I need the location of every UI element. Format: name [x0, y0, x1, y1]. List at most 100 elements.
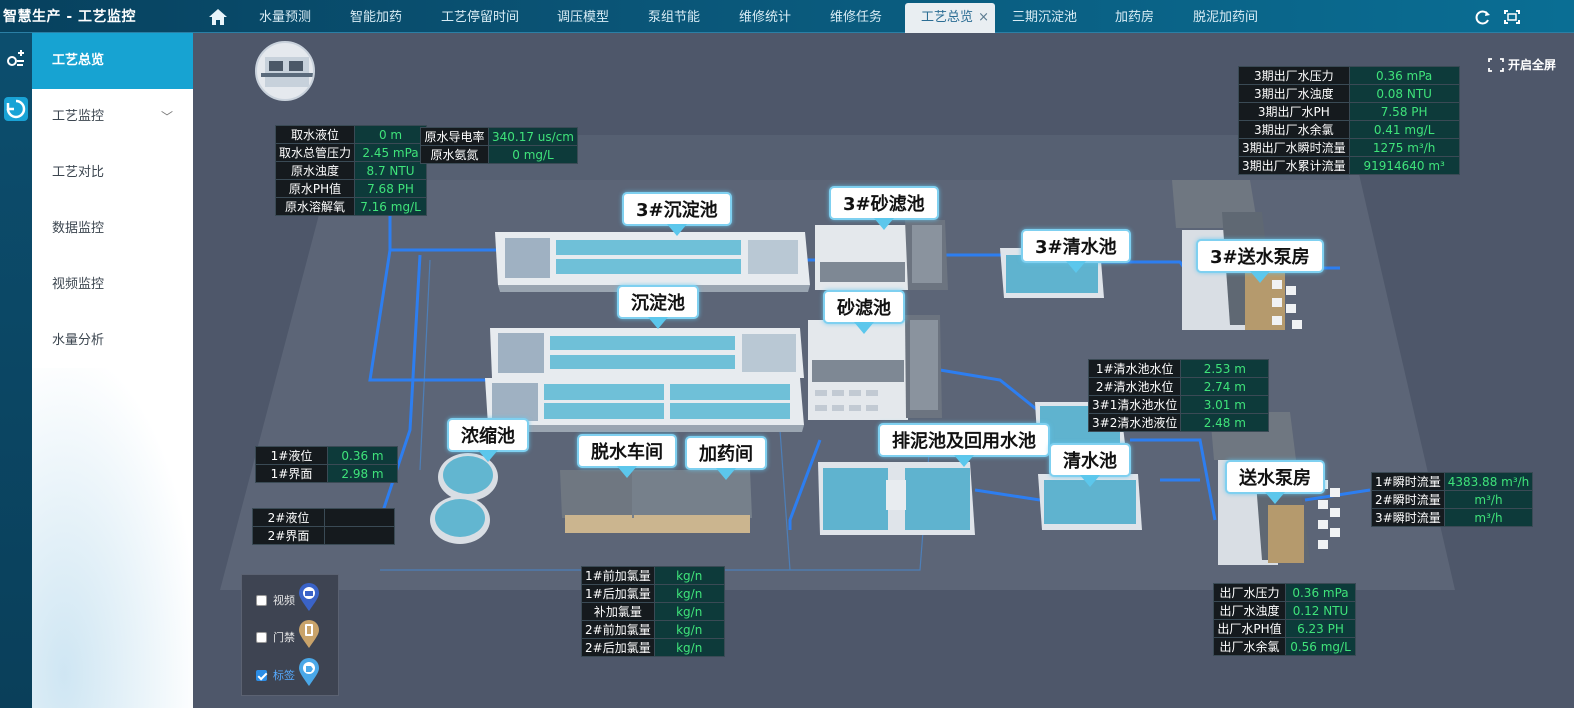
tag-checkbox[interactable] [256, 669, 267, 681]
sidebar-item-video-monitor[interactable]: 视频监控 [52, 277, 105, 292]
table-row: 2#液位 [252, 508, 395, 527]
tab-dosing-room[interactable]: 加药房 [1115, 10, 1155, 25]
sidebar-item-process-compare[interactable]: 工艺对比 [52, 165, 105, 180]
top-navbar: 智慧生产 - 工艺监控 水量预测 智能加药 工艺停留时间 调压模型 泵组节能 维… [0, 0, 1574, 33]
water-pipes [368, 215, 1371, 530]
label-clear-pool[interactable]: 清水池 [1049, 443, 1131, 487]
sidebar-menu: 工艺总览 工艺监控 ﹀ 工艺对比 数据监控 视频监控 水量分析 [32, 33, 193, 708]
legend-label: 视频 [273, 594, 295, 607]
tab-smart-dosing[interactable]: 智能加药 [350, 10, 403, 25]
minimap-preview-icon [261, 57, 313, 87]
label-dosing-room[interactable]: 加药间 [685, 436, 767, 480]
label-sand-filter-3[interactable]: 3#砂滤池 [829, 186, 939, 230]
label-sludge-pool[interactable]: 排泥池及回用水池 [878, 423, 1050, 467]
tab-phase3-sedimentation[interactable]: 三期沉淀池 [1012, 10, 1078, 25]
chevron-down-icon: ﹀ [160, 110, 173, 124]
label-sedimentation[interactable]: 沉淀池 [617, 285, 699, 329]
tab-close-icon[interactable]: × [978, 10, 989, 25]
tab-repair-stats[interactable]: 维修统计 [739, 10, 792, 25]
app-title: 智慧生产 - 工艺监控 [3, 9, 137, 25]
tab-sludge-dosing[interactable]: 脱泥加药间 [1193, 10, 1259, 25]
door-pin-icon [299, 620, 319, 648]
tag-pin-icon [299, 658, 319, 686]
tab-process-retention[interactable]: 工艺停留时间 [441, 10, 520, 25]
legend-item-tag[interactable]: 标签 [256, 658, 319, 687]
home-icon[interactable] [207, 7, 229, 27]
layer-legend: 视频 门禁 标签 [241, 574, 339, 696]
process-monitor-icon[interactable] [4, 97, 28, 121]
sidebar-item-process-monitor[interactable]: 工艺监控 ﹀ [32, 89, 193, 145]
production-icon[interactable] [4, 47, 28, 71]
tab-process-overview[interactable]: 工艺总览 × [905, 3, 995, 33]
refresh-icon[interactable] [1474, 9, 1492, 25]
thickener2-table: 2#液位 2#界面 [252, 508, 395, 545]
camera-pin-icon [299, 583, 319, 611]
plant-3d-view [220, 135, 1455, 590]
tab-pump-saving[interactable]: 泵组节能 [648, 10, 701, 25]
video-checkbox[interactable] [256, 594, 267, 606]
sidebar-item-water-analysis[interactable]: 水量分析 [52, 333, 105, 348]
tab-pressure-model[interactable]: 调压模型 [557, 10, 610, 25]
sand-filter-3 [815, 220, 948, 290]
legend-item-video[interactable]: 视频 [256, 583, 319, 612]
fullscreen-button[interactable]: 开启全屏 [1488, 56, 1556, 73]
label-sedimentation-3[interactable]: 3#沉淀池 [622, 192, 732, 236]
label-clear-pool-3[interactable]: 3#清水池 [1021, 229, 1131, 273]
thickener-tanks [430, 453, 498, 544]
legend-item-access[interactable]: 门禁 [256, 620, 319, 649]
fullscreen-label: 开启全屏 [1508, 58, 1557, 72]
left-icon-strip [0, 33, 32, 708]
label-sand-filter[interactable]: 砂滤池 [823, 290, 905, 334]
tab-repair-tasks[interactable]: 维修任务 [830, 10, 883, 25]
sidebar-item-process-overview[interactable]: 工艺总览 [32, 33, 193, 89]
sludge-pool [818, 462, 975, 535]
legend-label: 门禁 [273, 631, 295, 644]
label-pump-house-3[interactable]: 3#送水泵房 [1196, 239, 1324, 283]
sidebar-item-data-monitor[interactable]: 数据监控 [52, 221, 105, 236]
sedimentation-tank-3 [495, 232, 810, 292]
minimap[interactable] [255, 41, 315, 101]
tab-water-forecast[interactable]: 水量预测 [259, 10, 312, 25]
label-dewatering[interactable]: 脱水车间 [577, 434, 677, 478]
label-pump-house[interactable]: 送水泵房 [1225, 460, 1325, 504]
label-thickener[interactable]: 浓缩池 [447, 418, 529, 462]
access-checkbox[interactable] [256, 631, 267, 643]
sand-filter [808, 315, 942, 420]
dewater-and-dosing-buildings [560, 470, 752, 533]
table-row: 2#界面 [252, 526, 395, 545]
expand-icon[interactable] [1503, 9, 1521, 25]
